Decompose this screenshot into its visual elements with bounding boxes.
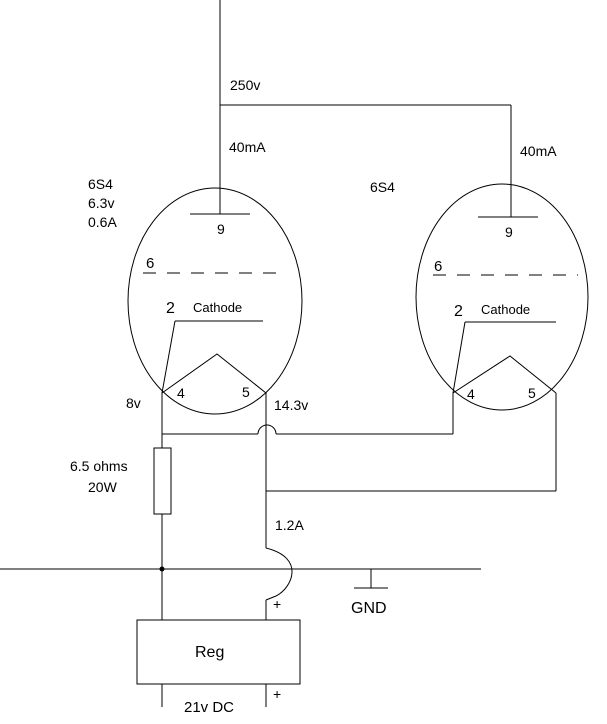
ground-rail — [0, 568, 481, 589]
regulator-out-plus: + — [273, 596, 281, 612]
tube-left-heater-current-label: 0.6A — [88, 214, 117, 230]
tube-left-pin-heater-b: 5 — [242, 384, 250, 400]
tube-left-pin-plate: 9 — [217, 221, 225, 237]
plate-supply-wiring — [219, 0, 512, 217]
tube-right-type-label: 6S4 — [370, 179, 395, 195]
regulator-label: Reg — [195, 644, 224, 661]
tube-right-pin-plate: 9 — [505, 224, 513, 240]
tube-right-envelope — [415, 183, 589, 411]
heater-wiring — [159, 393, 557, 620]
tube-right-heater — [452, 355, 557, 394]
heater-resistor — [153, 447, 172, 515]
supply-voltage-label: 250v — [230, 77, 260, 93]
resistor-power-label: 20W — [88, 479, 118, 495]
tube-left-heater — [161, 353, 267, 394]
tube-left — [127, 187, 303, 415]
tube-left-envelope — [127, 187, 303, 415]
tube-left-heater-voltage-label: 6.3v — [88, 195, 114, 211]
tube-left-pin-grid: 6 — [146, 255, 154, 272]
ground-label: GND — [351, 600, 387, 617]
tube-right — [415, 183, 589, 411]
tube-left-pin-heater-a: 4 — [177, 385, 185, 401]
tube-left-current-label: 40mA — [229, 139, 266, 155]
resistor-value-label: 6.5 ohms — [70, 458, 128, 474]
regulator-in-plus: + — [273, 686, 281, 702]
node-high-voltage-label: 14.3v — [274, 397, 308, 413]
tube-right-pin-grid: 6 — [434, 258, 442, 275]
regulator-box — [136, 619, 301, 685]
tube-right-pin-heater-a: 4 — [467, 386, 475, 402]
tube-right-pin-cathode: 2 — [454, 303, 463, 320]
regulator-input-label: 21v DC — [184, 699, 234, 716]
tube-left-type-label: 6S4 — [88, 176, 113, 192]
heater-current-label: 1.2A — [275, 517, 304, 533]
tube-left-cathode-label: Cathode — [193, 300, 242, 315]
tube-right-pin-heater-b: 5 — [528, 385, 536, 401]
tube-right-current-label: 40mA — [520, 143, 557, 159]
tube-right-cathode-label: Cathode — [481, 302, 530, 317]
node-low-voltage-label: 8v — [126, 395, 141, 411]
tube-left-pin-cathode: 2 — [166, 300, 175, 317]
regulator — [136, 619, 301, 707]
